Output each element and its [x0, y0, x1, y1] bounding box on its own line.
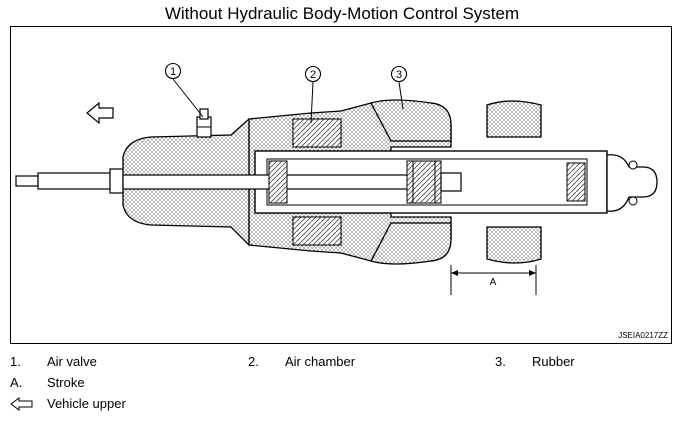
- vehicle-upper-arrow-icon: [10, 397, 33, 411]
- lower-eye-mount: [606, 154, 658, 212]
- callout-1: 1: [164, 62, 182, 80]
- piston-assembly: [406, 160, 462, 204]
- svg-text:1: 1: [170, 66, 176, 78]
- inner-sleeve-bottom: [292, 216, 342, 246]
- inner-sleeve-top: [292, 118, 342, 148]
- air-valve: [196, 108, 212, 138]
- svg-text:3: 3: [396, 69, 402, 81]
- vehicle-upper-arrow-icon: [86, 101, 114, 125]
- rod-guide: [268, 160, 288, 204]
- rubber-bellows-lower: [370, 222, 452, 265]
- dimension-label: A: [490, 277, 497, 288]
- rod-end-stud: [15, 168, 125, 194]
- svg-text:2: 2: [310, 69, 316, 81]
- diagram-frame: [10, 26, 672, 344]
- rubber-bellows-upper: [370, 99, 452, 142]
- air-spring-diagram: A 1 2 3: [15, 62, 658, 295]
- rubber-bellows-lower-right: [486, 226, 542, 264]
- base-valve: [566, 162, 586, 202]
- callout-2: 2: [304, 65, 322, 83]
- diagram-title: Without Hydraulic Body-Motion Control Sy…: [164, 4, 520, 23]
- callout-3: 3: [390, 65, 408, 83]
- stroke-dimension: A: [450, 265, 537, 295]
- rubber-bellows-upper-right: [486, 100, 542, 138]
- figure-code: JSEIA0217ZZ: [618, 331, 668, 340]
- piston-rod: [122, 174, 412, 190]
